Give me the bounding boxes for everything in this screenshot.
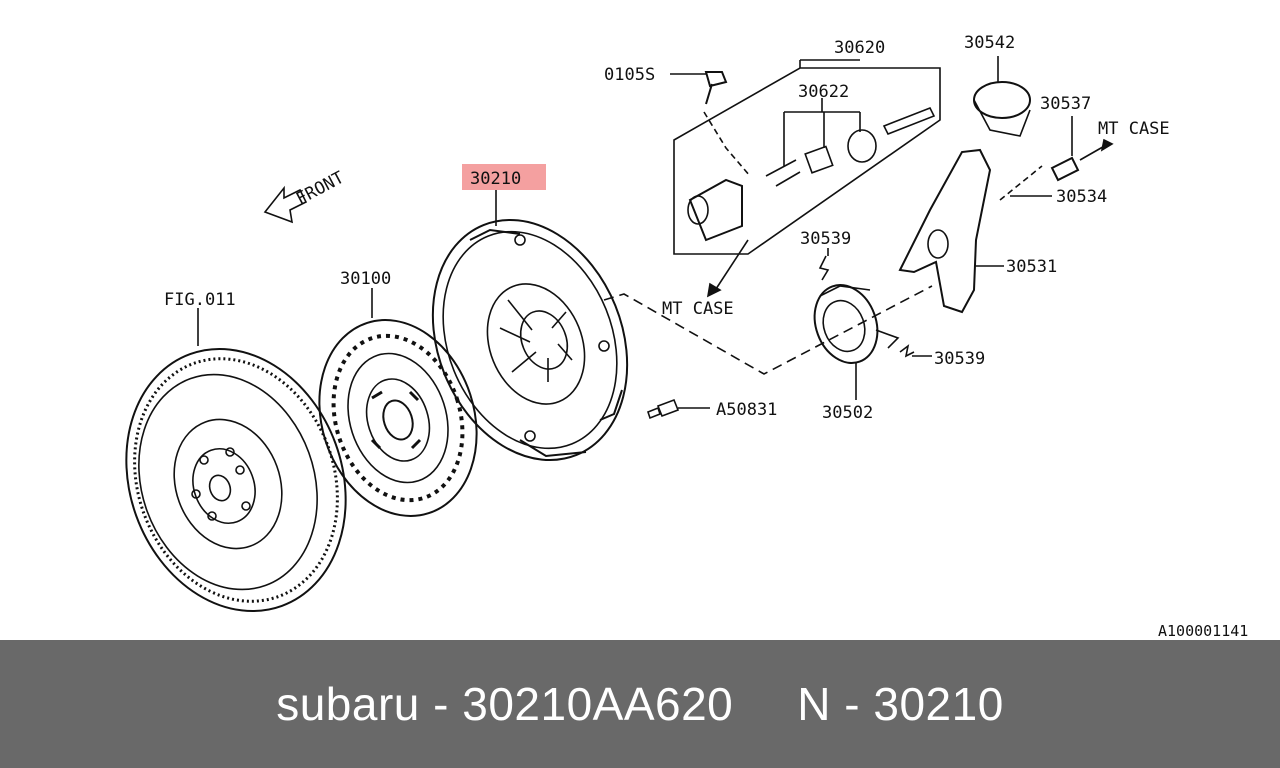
flywheel <box>125 347 347 613</box>
label-30620: 30620 <box>834 38 885 58</box>
label-30502: 30502 <box>822 403 873 423</box>
operating-cylinder-group <box>673 59 941 255</box>
highlight-30210 <box>462 164 546 190</box>
label-30542: 30542 <box>964 33 1015 53</box>
release-bearing <box>813 284 900 400</box>
footer-bar: subaru - 30210AA620 N - 30210 <box>0 640 1280 768</box>
bolt-0105s <box>670 71 728 105</box>
clutch-cover <box>431 218 629 462</box>
label-front: FRONT <box>293 168 348 210</box>
label-0105s: 0105S <box>604 65 655 85</box>
clip-30539-top <box>818 255 830 281</box>
label-mt-case-right: MT CASE <box>1098 119 1170 139</box>
label-30622: 30622 <box>798 82 849 102</box>
release-fork <box>898 148 1004 314</box>
label-fig011: FIG.011 <box>164 290 236 310</box>
label-30100: 30100 <box>340 269 391 289</box>
bolt-a50831 <box>647 398 710 420</box>
label-30537: 30537 <box>1040 94 1091 114</box>
label-30210: 30210 <box>470 169 521 189</box>
front-arrow-icon <box>263 185 308 224</box>
footer-number: N - 30210 <box>797 678 1004 730</box>
arrow-mt-case-left-icon <box>713 239 749 293</box>
label-mt-case-left: MT CASE <box>662 299 734 319</box>
label-30539-top: 30539 <box>800 229 851 249</box>
diagram-svg: FRONT FIG.011 30100 30210 30620 30622 01… <box>125 33 1248 640</box>
footer-brand-part: subaru - 30210AA620 <box>276 678 734 730</box>
parts-diagram: FRONT FIG.011 30100 30210 30620 30622 01… <box>125 33 1249 640</box>
clip-30539-right <box>899 344 915 358</box>
label-ref-code: A100001141 <box>1158 622 1248 640</box>
label-a50831: A50831 <box>716 400 777 420</box>
pivot-30537 <box>1050 116 1114 182</box>
label-30539-right: 30539 <box>934 349 985 369</box>
label-30534: 30534 <box>1056 187 1107 207</box>
boot-30542 <box>973 56 1031 137</box>
label-30531: 30531 <box>1006 257 1057 277</box>
